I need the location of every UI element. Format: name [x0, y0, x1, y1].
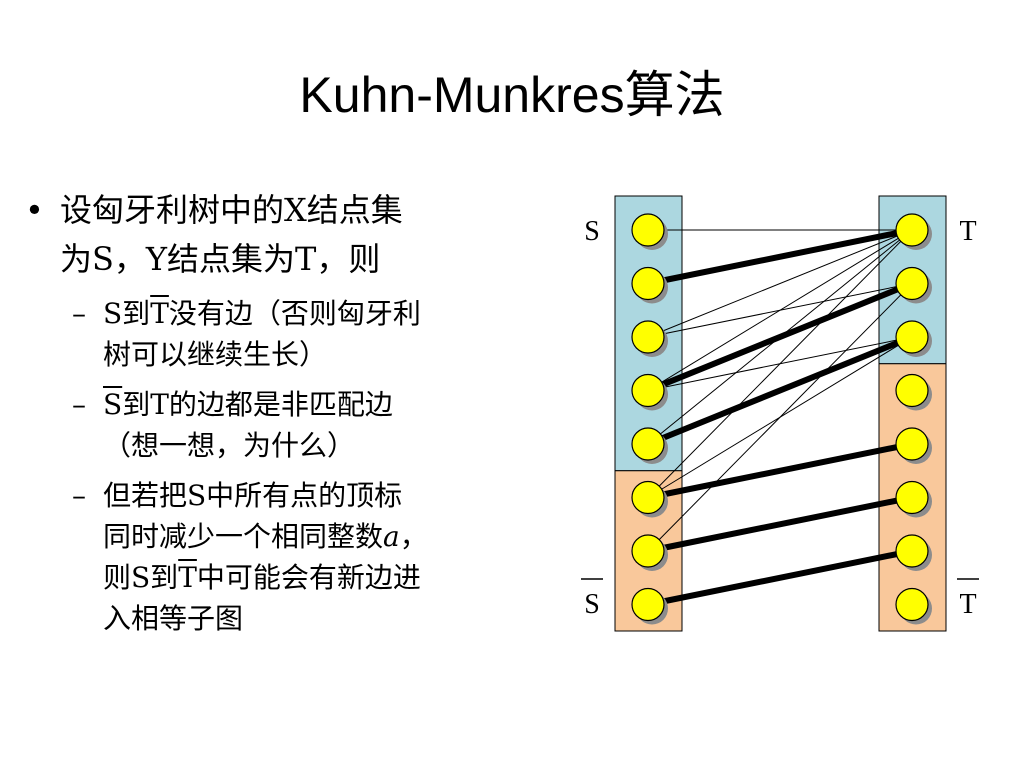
- right-node: [895, 320, 929, 354]
- dash-marker: –: [72, 297, 86, 330]
- sub-bullet-1: – S到T没有边（否则匈牙利 树可以继续生长）: [20, 293, 568, 375]
- label-t: T: [959, 216, 976, 247]
- text-span: S到: [103, 297, 151, 330]
- left-node: [631, 320, 665, 354]
- right-node: [895, 266, 929, 301]
- sub-bullet-1-line-1: S到T没有边（否则匈牙利: [103, 293, 568, 334]
- label-s-bar: S: [584, 589, 600, 620]
- left-node: [631, 213, 665, 247]
- main-bullet-line-1: 设匈牙利树中的X结点集: [60, 191, 403, 229]
- text-span: 没有边（否则匈牙利: [168, 297, 421, 330]
- text-span: ，: [399, 520, 428, 553]
- left-node: [631, 480, 665, 515]
- sub-bullet-3-line-4: 入相等子图: [103, 602, 244, 635]
- label-t-bar: T: [959, 589, 976, 620]
- main-bullet: • 设匈牙利树中的X结点集 为S，Y结点集为T，则: [20, 186, 568, 284]
- text-span: 则S到: [103, 561, 179, 594]
- left-node: [631, 266, 665, 301]
- thin-edge: [647, 229, 913, 498]
- right-node: [895, 427, 929, 461]
- left-node: [631, 373, 665, 408]
- bullet-marker: •: [25, 191, 44, 229]
- sub-bullet-3: – 但若把S中所有点的顶标 同时减少一个相同整数a， 则S到T中可能会有新边进 …: [20, 475, 568, 639]
- label-s: S: [584, 216, 600, 247]
- matching-edge: [645, 227, 915, 287]
- sub-bullet-2-line-2: （想一想，为什么）: [103, 429, 356, 462]
- right-node: [895, 480, 929, 515]
- sub-bullet-3-line-3: 则S到T中可能会有新边进: [103, 557, 568, 598]
- dash-marker: –: [72, 388, 86, 421]
- matching-edge: [645, 441, 915, 501]
- dash-marker: –: [72, 479, 86, 512]
- sub-bullet-1-line-2: 树可以继续生长）: [103, 338, 328, 371]
- bipartite-graph: S T S T: [581, 195, 979, 632]
- main-bullet-line-2: 为S，Y结点集为T，则: [60, 240, 381, 278]
- page-title: Kuhn-Munkres算法: [299, 67, 725, 123]
- right-node: [895, 587, 929, 622]
- s-bar-symbol: S: [103, 388, 123, 421]
- thin-edge: [647, 229, 913, 338]
- sub-bullet-3-line-1: 但若把S中所有点的顶标: [103, 479, 403, 512]
- left-node: [631, 427, 665, 461]
- matching-edge: [645, 280, 915, 394]
- text-span: 中可能会有新边进: [196, 561, 421, 594]
- text-span: 同时减少一个相同整数: [103, 520, 384, 553]
- vertex-sets: [614, 195, 947, 632]
- sub-bullet-3-line-2: 同时减少一个相同整数a，: [103, 516, 568, 557]
- content: • 设匈牙利树中的X结点集 为S，Y结点集为T，则 – S到T没有边（否则匈牙利…: [20, 186, 568, 639]
- matching-edge: [645, 494, 915, 554]
- left-node: [631, 534, 665, 568]
- t-bar-symbol: T: [178, 561, 197, 594]
- matching-edge: [645, 548, 915, 608]
- matching-edges: [645, 227, 915, 608]
- thin-edge: [647, 283, 913, 552]
- t-bar-symbol: T: [150, 297, 169, 330]
- vertices: [631, 213, 932, 625]
- right-node: [895, 534, 929, 568]
- sub-bullet-2: – S到T的边都是非匹配边 （想一想，为什么）: [20, 384, 568, 466]
- left-node: [631, 587, 665, 622]
- sub-bullet-2-line-1: S到T的边都是非匹配边: [103, 384, 568, 425]
- right-node: [895, 373, 929, 408]
- text-span: 到T的边都是非匹配边: [122, 388, 393, 421]
- variable-a: a: [383, 520, 400, 553]
- right-node: [895, 213, 929, 247]
- matching-edge: [645, 334, 915, 447]
- thin-edge: [647, 229, 913, 391]
